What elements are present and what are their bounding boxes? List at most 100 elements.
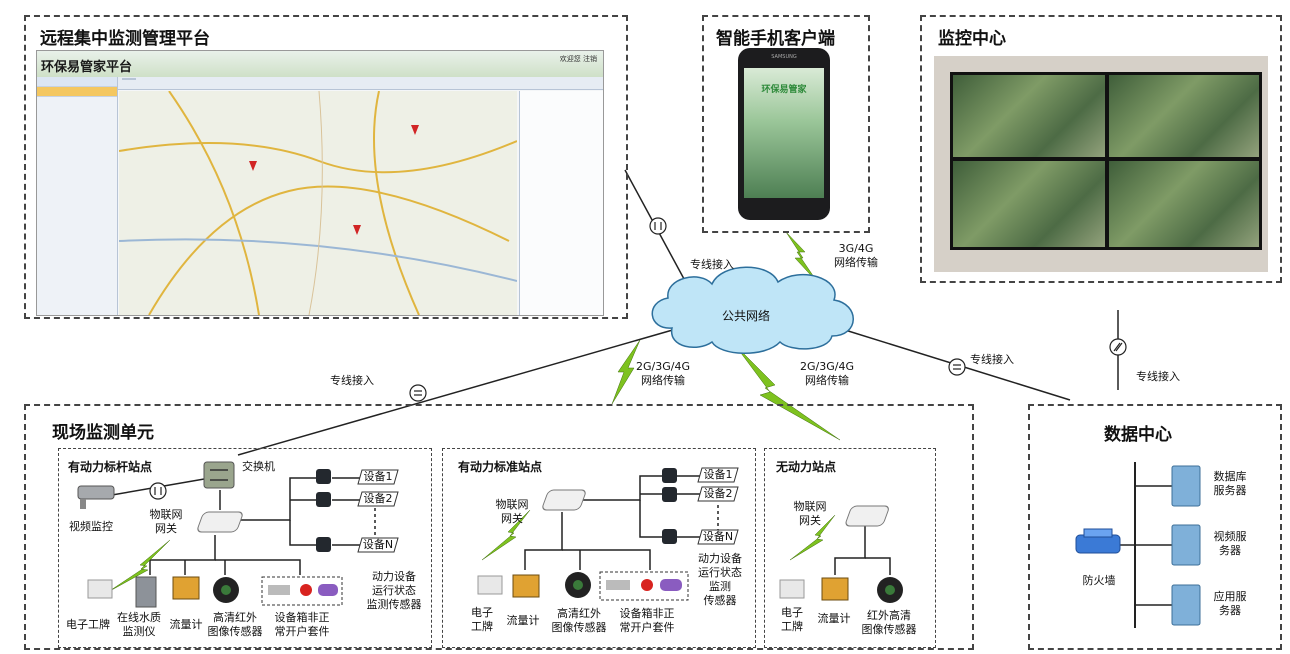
std-gateway-label-1: 物联网 — [495, 498, 529, 511]
std-sensor-group-3: 监测 — [709, 580, 731, 593]
cloud-field-line — [237, 324, 691, 456]
db-server-label-2: 服务器 — [1213, 484, 1247, 497]
powered-standard-site — [442, 448, 756, 648]
device-sensor-icon — [662, 468, 677, 483]
leased-line-marker-icon — [649, 217, 667, 235]
std-sensor-group-2: 运行状态 — [698, 566, 742, 579]
bm-gateway-label-2: 网关 — [155, 522, 177, 535]
std-badge-label-1: 电子 — [471, 606, 493, 619]
phone-app-logo: 环保易管家 — [761, 85, 807, 95]
field-unit-panel — [24, 404, 974, 650]
browser-map — [119, 91, 517, 315]
phone-brand: SAMSUNG — [771, 54, 797, 60]
unp-badge-label-1: 电子 — [781, 606, 803, 619]
unp-gateway-icon — [845, 505, 889, 527]
leased-line-label-field: 专线接入 — [330, 374, 374, 387]
unpowered-lightning-icon — [734, 344, 841, 441]
cabinet-kit-box — [261, 576, 343, 606]
bm-gateway-label-1: 物联网 — [149, 508, 183, 521]
unp-wireless-lightning-icon — [789, 514, 836, 561]
leased-line-label-monitor: 专线接入 — [1136, 370, 1180, 383]
monitor-center-panel — [920, 15, 1282, 283]
switch-icon — [203, 461, 235, 489]
firewall-icon — [1075, 528, 1121, 554]
std-device-1: 设备1 — [703, 468, 733, 481]
phone-client-title: 智能手机客户端 — [716, 29, 835, 49]
std-sensor-group-1: 动力设备 — [698, 552, 742, 565]
std-badge-label-2: 工牌 — [471, 620, 493, 633]
leased-line-label-datacenter: 专线接入 — [970, 353, 1014, 366]
field-unit-title: 现场监测单元 — [52, 423, 154, 443]
database-server-icon — [1171, 465, 1201, 507]
bm-badge-label: 电子工牌 — [66, 618, 110, 631]
browser-tree — [519, 91, 603, 315]
bm-water-label-2: 监测仪 — [122, 625, 156, 638]
browser-tabs — [118, 77, 603, 90]
bm-gateway-icon — [197, 511, 243, 533]
video-server-icon — [1171, 524, 1201, 566]
badge-icon — [779, 579, 805, 599]
bm-water-label-1: 在线水质 — [117, 611, 161, 624]
unp-gateway-label-2: 网关 — [799, 514, 821, 527]
bm-device-n: 设备N — [362, 538, 394, 551]
cabinet-kit-box — [599, 571, 689, 601]
leased-line-label-platform: 专线接入 — [690, 258, 734, 271]
leased-line-marker-icon — [409, 384, 427, 402]
bm-flow-label: 流量计 — [169, 618, 203, 631]
bm-kit-label-2: 常开户套件 — [274, 625, 330, 638]
mobile-link-2-label-2: 网络传输 — [805, 374, 849, 387]
bm-devn-line — [289, 520, 318, 546]
video-server-label-1: 视频服 — [1213, 530, 1247, 543]
leased-line-marker-icon — [948, 358, 966, 376]
camera-icon — [77, 485, 115, 509]
bm-sensor-group-2: 运行状态 — [372, 584, 416, 597]
mobile-link-1-label-1: 2G/3G/4G — [636, 360, 690, 373]
switch-label: 交换机 — [242, 460, 275, 473]
std-device-2: 设备2 — [703, 487, 733, 500]
firewall-label: 防火墙 — [1082, 574, 1116, 587]
bottom-sensor-icons — [87, 571, 903, 608]
mobile-link-1-label-2: 网络传输 — [641, 374, 685, 387]
cloud-label: 公共网络 — [721, 309, 770, 323]
flowmeter-icon — [172, 576, 200, 600]
badge-icon — [87, 579, 113, 599]
video-wall-image — [934, 56, 1268, 272]
device-sensor-icon — [662, 487, 677, 502]
bm-dev1-line — [240, 477, 318, 521]
video-server-label-2: 务器 — [1219, 544, 1241, 557]
leased-line-marker-icon — [149, 482, 167, 500]
bm-sensor-group-1: 动力设备 — [372, 570, 416, 583]
powered-standard-title: 有动力标准站点 — [458, 460, 543, 474]
app-server-icon — [1171, 584, 1201, 626]
unp-ir-label-1: 红外高清 — [867, 609, 911, 622]
app-server-label-1: 应用服 — [1213, 590, 1247, 603]
bm-kit-label-1: 设备箱非正 — [274, 611, 330, 624]
bm-sensor-group-3: 监测传感器 — [366, 598, 422, 611]
db-server-label-1: 数据库 — [1213, 470, 1247, 483]
std-ir-label-1: 高清红外 — [557, 607, 601, 620]
unp-badge-label-2: 工牌 — [781, 620, 803, 633]
std-sensor-group-4: 传感器 — [703, 594, 737, 607]
mobile-link-2-label-1: 2G/3G/4G — [800, 360, 854, 373]
water-quality-icon — [135, 576, 157, 608]
browser-header: 环保易管家平台 欢迎您 注销 — [37, 51, 603, 77]
phone-screen: 环保易管家 — [744, 68, 824, 198]
unpowered-site — [764, 448, 936, 648]
app-server-label-2: 务器 — [1219, 604, 1241, 617]
std-device-n: 设备N — [702, 530, 734, 543]
leased-line-marker-icon — [1109, 338, 1127, 356]
device-sensor-icon — [316, 492, 331, 507]
device-sensor-icon — [662, 529, 677, 544]
bm-device-2: 设备2 — [363, 492, 393, 505]
bm-ir-label-2: 图像传感器 — [207, 625, 263, 638]
std-flow-label: 流量计 — [506, 614, 540, 627]
phone-client-panel — [702, 15, 870, 233]
smartphone-image: SAMSUNG 环保易管家 — [738, 48, 830, 220]
unp-flow-label: 流量计 — [817, 612, 851, 625]
powered-benchmark-site — [58, 448, 432, 648]
wireless-bolts — [107, 231, 841, 593]
unpowered-title: 无动力站点 — [776, 460, 837, 474]
std-kit-label-1: 设备箱非正 — [619, 607, 675, 620]
phone-link-label-2: 网络传输 — [834, 256, 878, 269]
